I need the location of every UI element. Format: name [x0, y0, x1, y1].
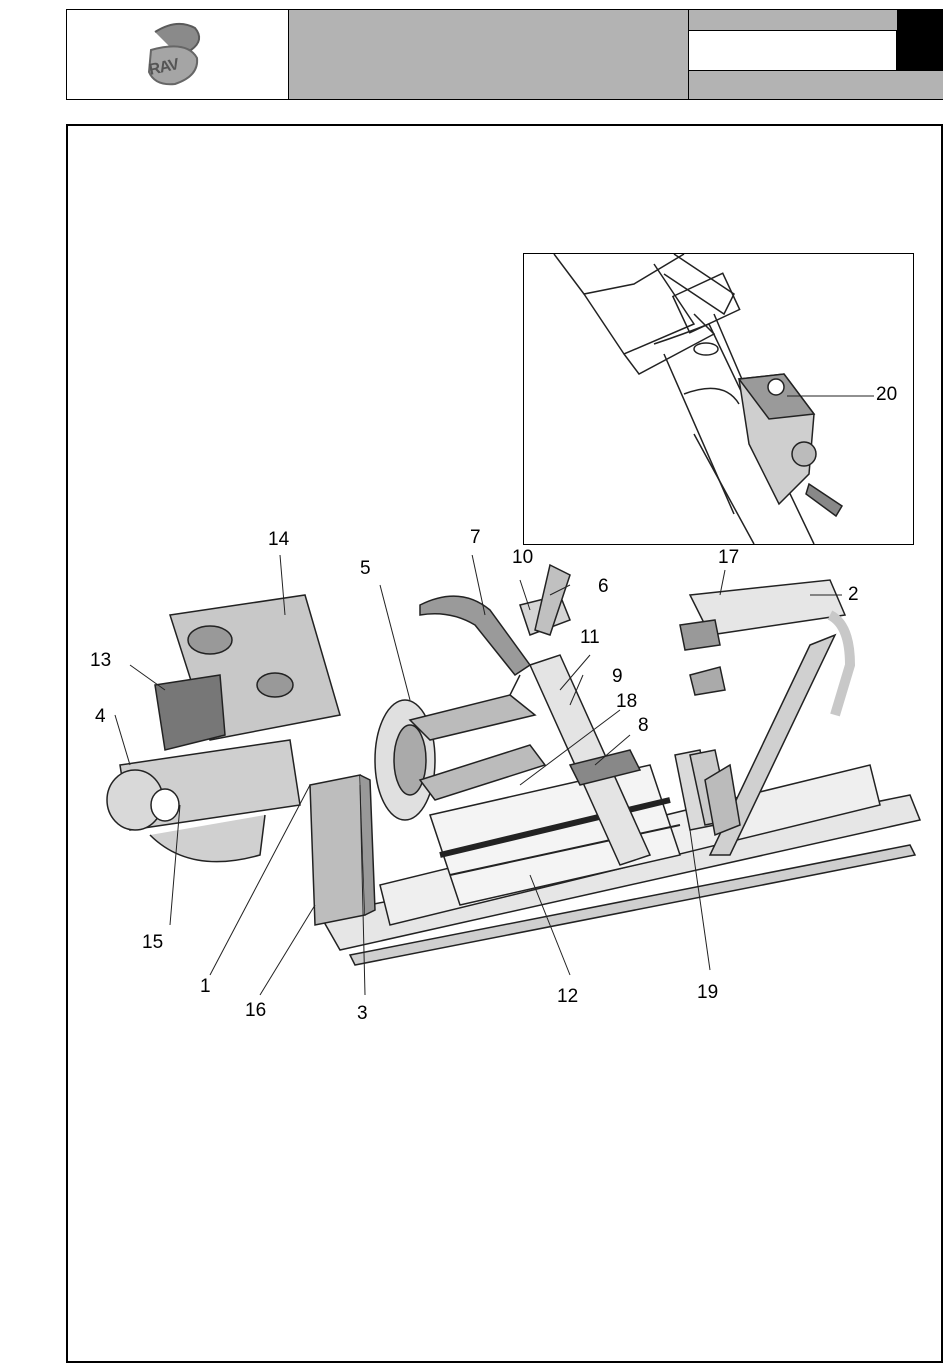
rav-logo-icon — [67, 10, 289, 98]
callout-20: 20 — [876, 385, 897, 404]
callout-11: 11 — [580, 628, 600, 647]
callout-10: 10 — [512, 548, 533, 567]
callout-18: 18 — [616, 692, 637, 711]
callout-2: 2 — [848, 585, 859, 604]
callout-3: 3 — [357, 1004, 368, 1023]
callout-17: 17 — [718, 548, 739, 567]
callout-7: 7 — [470, 528, 481, 547]
callout-4: 4 — [95, 707, 106, 726]
info-cell-top — [689, 10, 897, 31]
logo-cell: RAV — [67, 10, 289, 99]
machine-drawing — [90, 555, 930, 1035]
callout-15: 15 — [142, 933, 163, 952]
callout-8: 8 — [638, 716, 649, 735]
callout-14: 14 — [268, 530, 289, 549]
title-cell — [289, 10, 689, 99]
callout-12: 12 — [557, 987, 578, 1006]
machine-diagram: 14 13 4 5 7 10 6 17 2 11 9 18 8 15 1 16 … — [90, 555, 930, 1035]
document-header: RAV — [66, 9, 943, 100]
callout-9: 9 — [612, 667, 623, 686]
info-cell-middle — [689, 31, 897, 71]
callout-5: 5 — [360, 559, 371, 578]
inset-detail: 20 — [523, 253, 914, 545]
info-cell-black — [897, 10, 943, 71]
callout-6: 6 — [598, 577, 609, 596]
callout-1: 1 — [200, 977, 211, 996]
callout-19: 19 — [697, 983, 718, 1002]
callout-16: 16 — [245, 1001, 266, 1020]
inset-drawing — [524, 254, 914, 545]
info-cell-bottom — [689, 71, 943, 99]
callout-13: 13 — [90, 651, 111, 670]
